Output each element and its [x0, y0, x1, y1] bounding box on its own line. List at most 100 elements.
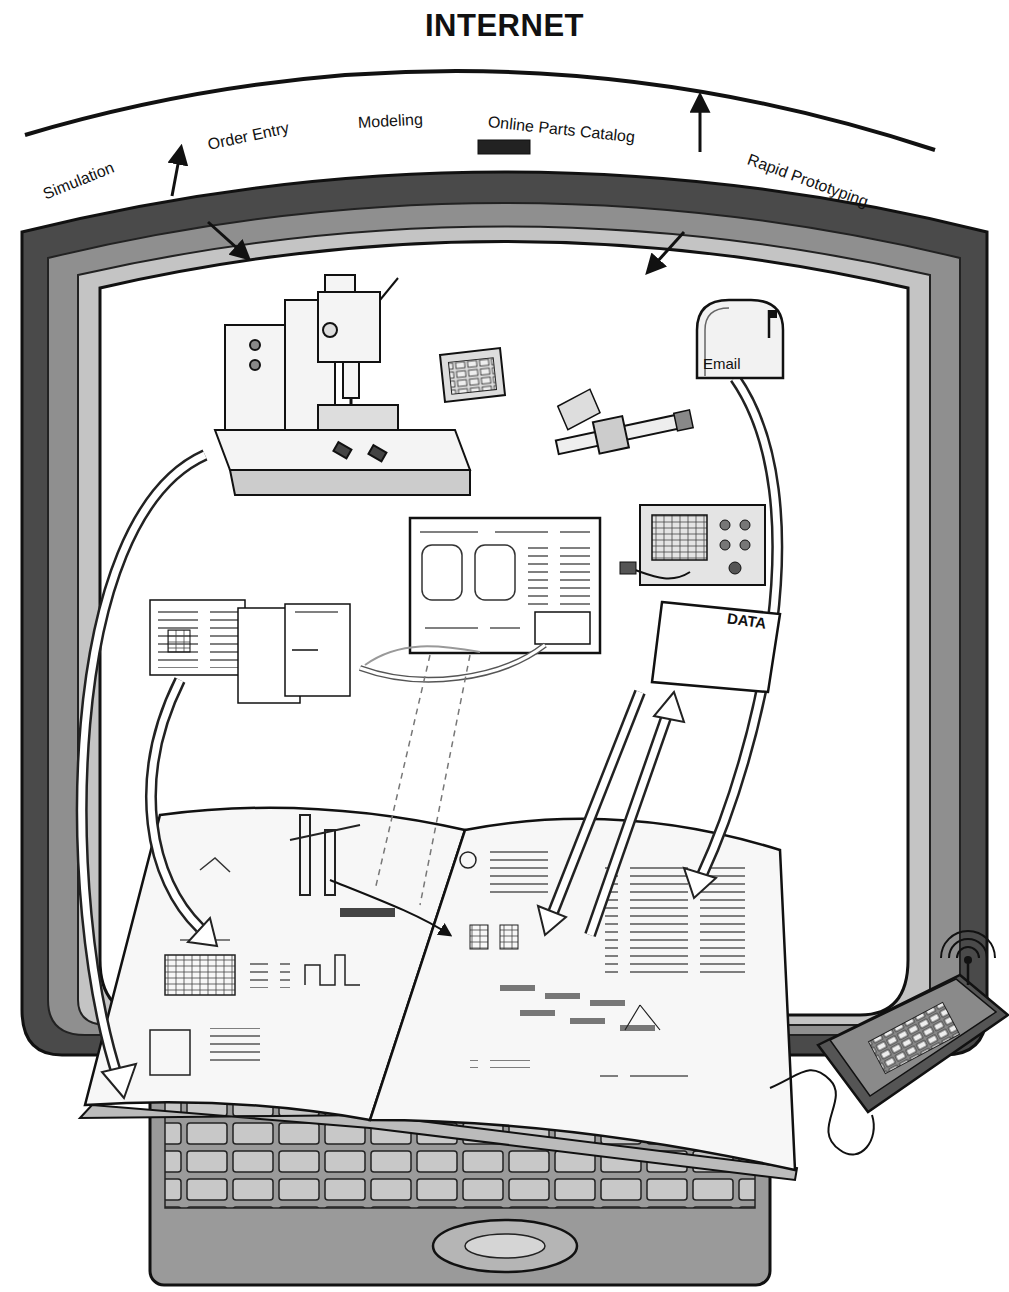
table-handle: [333, 442, 351, 458]
hollow-arrow: [151, 680, 200, 928]
book-right-page: [370, 819, 795, 1170]
up-arrow: [699, 96, 702, 152]
slide-frame: [410, 518, 600, 653]
machine-base: [230, 470, 470, 495]
signal-wave: [941, 931, 995, 958]
phone-face: [830, 979, 996, 1096]
arc-label: Rapid Prototyping: [745, 151, 871, 211]
down-arrow: [648, 232, 684, 272]
book-text: [600, 1070, 690, 1078]
book-figure: [340, 908, 395, 917]
document-table: [168, 630, 190, 652]
slide-box: [535, 612, 590, 644]
book-chart: [625, 1005, 660, 1030]
chart-bar: [520, 1010, 555, 1016]
hollow-arrow: [82, 455, 205, 1078]
signal-wave: [957, 947, 979, 958]
book-figure: [325, 830, 335, 895]
arc-label: Order Entry: [206, 119, 291, 154]
book-sketch: [200, 858, 230, 872]
book-text: [470, 1060, 530, 1068]
camera-notch: [478, 140, 530, 154]
trackpad-button: [465, 1234, 545, 1258]
machine-cabinet: [225, 325, 285, 435]
flow-arrow: [360, 645, 545, 680]
scope-cable: [635, 570, 690, 578]
up-arrow: [172, 148, 181, 196]
book-table: [470, 925, 488, 949]
flow-arrow: [360, 645, 545, 680]
book-text: [250, 960, 290, 988]
hollow-arrow-head: [538, 906, 566, 935]
book-figure: [290, 825, 360, 840]
stage-rail: [556, 415, 678, 454]
sheet-shape: [652, 602, 780, 692]
phone-body: [818, 975, 1008, 1112]
scope-knob: [720, 540, 730, 550]
document-sheet: [150, 600, 245, 675]
scope-knob: [740, 520, 750, 530]
phone-keys: [868, 1002, 959, 1073]
mailbox-flag: [769, 310, 777, 318]
slide-text: [425, 625, 520, 633]
hollow-arrow-head: [102, 1064, 136, 1098]
scope-screen: [652, 515, 707, 560]
control-pendant: [440, 348, 505, 402]
scope-knob: [720, 520, 730, 530]
scope-knob: [740, 540, 750, 550]
book-table: [165, 955, 235, 995]
slide-figure: [475, 545, 515, 600]
scope-knob: [729, 562, 741, 574]
leader-line: [420, 655, 470, 905]
stage-motor: [674, 410, 693, 431]
slide-text: [495, 528, 590, 536]
hollow-arrow-head: [188, 918, 217, 946]
arc-label: Online Parts Catalog: [487, 113, 636, 146]
telephone: [770, 931, 1008, 1155]
phone-antenna: [964, 956, 972, 964]
hollow-arrow-head: [654, 692, 684, 722]
slide-figure: [422, 545, 462, 600]
mailbox-node: Email: [697, 300, 783, 378]
book-plot: [305, 955, 360, 985]
machine-button: [250, 360, 260, 370]
book-text: [205, 1028, 260, 1063]
book-figure: [300, 815, 310, 895]
trackpad: [433, 1220, 577, 1272]
oscilloscope: [620, 505, 765, 585]
machine-lever: [380, 278, 398, 300]
hollow-arrow: [82, 455, 205, 1078]
chart-bar: [570, 1018, 605, 1024]
hollow-arrows: [82, 378, 778, 1098]
book-text: [605, 865, 745, 975]
table-handle: [368, 445, 386, 461]
book-figure: [460, 852, 476, 868]
arc-label: Simulation: [41, 159, 117, 204]
document-sheet: [285, 604, 350, 696]
pendant-body: [440, 348, 505, 402]
stage-carriage: [593, 416, 629, 454]
mailbox-shape: [697, 300, 783, 378]
hollow-arrow: [590, 712, 668, 935]
milling-machine: [215, 275, 470, 495]
presentation-slide: [410, 518, 600, 653]
document-mark: [292, 649, 318, 651]
machine-saddle: [318, 405, 398, 430]
linear-stage: [547, 370, 695, 462]
book-table: [500, 925, 518, 949]
hollow-arrow: [552, 692, 640, 915]
scope-plug: [620, 562, 636, 574]
book-chart: [500, 985, 655, 1031]
hollow-arrow: [151, 680, 200, 928]
scope-body: [640, 505, 765, 585]
pendant-keys: [448, 358, 496, 395]
node-text: Email: [703, 355, 741, 372]
data-sheet: DATA: [652, 602, 780, 692]
signal-wave: [949, 939, 987, 958]
internet-arc: [25, 71, 935, 150]
slide-text: [528, 545, 590, 605]
machine-head: [318, 292, 380, 362]
